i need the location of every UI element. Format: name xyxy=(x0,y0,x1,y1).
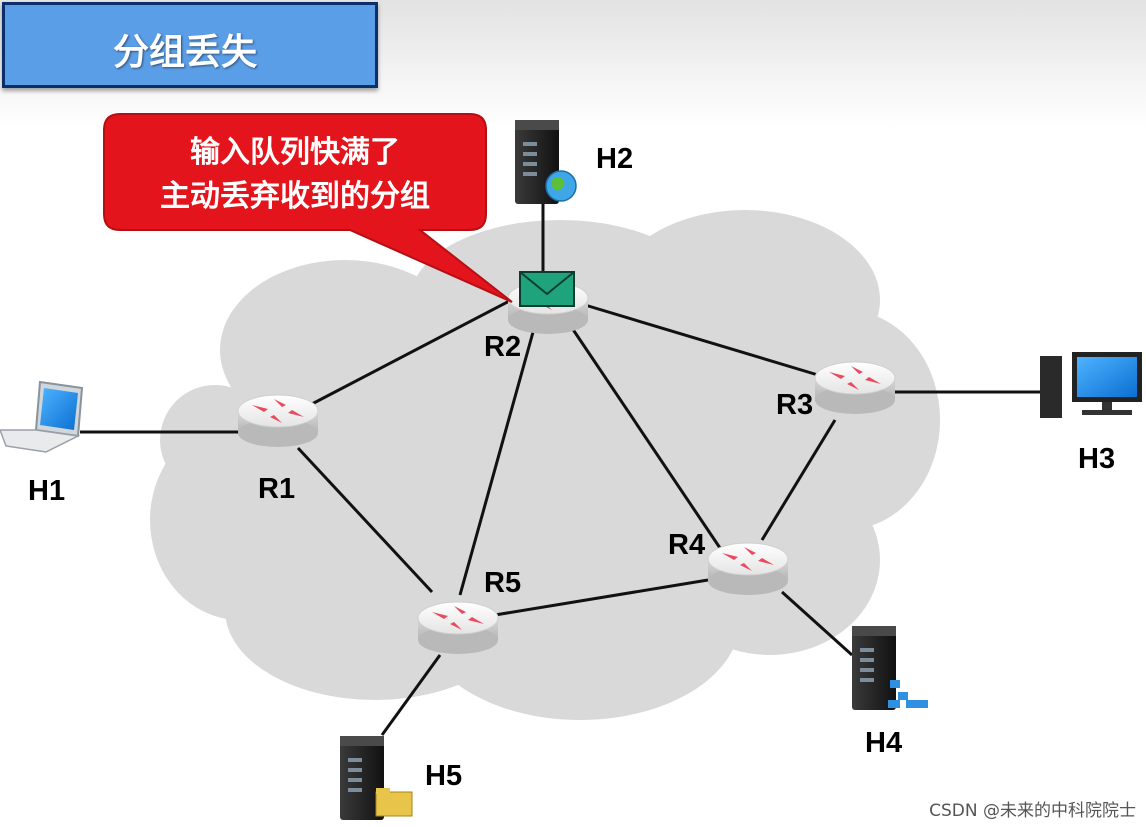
callout-line-2: 主动丢弃收到的分组 xyxy=(160,179,430,214)
link-r1-r5 xyxy=(296,446,434,594)
router-label-r1: R1 xyxy=(258,473,295,505)
file-tree-icon xyxy=(888,680,928,708)
host-label-h4: H4 xyxy=(865,727,902,759)
router-label-r4: R4 xyxy=(668,529,705,561)
server-icon xyxy=(852,626,928,710)
laptop-icon xyxy=(0,380,84,453)
host-label-h1: H1 xyxy=(28,475,65,507)
link-r2-r3 xyxy=(584,303,819,377)
link-h5-r5 xyxy=(380,654,442,736)
router-r5 xyxy=(417,601,499,655)
link-r3-r4 xyxy=(760,419,837,541)
router-label-r3: R3 xyxy=(776,389,813,421)
network-cloud xyxy=(150,210,940,720)
folder-icon xyxy=(375,788,413,817)
callout-bubble: 输入队列快满了 主动丢弃收到的分组 xyxy=(103,113,513,303)
title-banner: 分组丢失 xyxy=(2,2,378,88)
router-label-r2: R2 xyxy=(484,331,521,363)
host-label-h2: H2 xyxy=(596,143,633,175)
link-r1-r2 xyxy=(309,296,516,407)
slide-title: 分组丢失 xyxy=(113,32,258,73)
callout-line-1: 输入队列快满了 xyxy=(190,135,400,170)
link-r2-r5 xyxy=(458,324,537,596)
link-r4-r5 xyxy=(494,578,709,617)
link-h4-r4 xyxy=(780,590,854,657)
desktop-computer-icon xyxy=(1040,352,1142,418)
host-label-h3: H3 xyxy=(1078,443,1115,475)
server-icon xyxy=(515,120,577,204)
router-label-r5: R5 xyxy=(484,567,521,599)
router-r1 xyxy=(237,394,319,448)
server-icon xyxy=(340,736,413,820)
link-r2-r4 xyxy=(568,324,722,549)
packet-envelope-icon xyxy=(519,271,575,307)
host-label-h5: H5 xyxy=(425,760,462,792)
links xyxy=(80,200,1042,736)
router-r4 xyxy=(707,542,789,596)
router-r3 xyxy=(814,361,896,415)
watermark-text: CSDN @未来的中科院院士 xyxy=(929,801,1136,821)
